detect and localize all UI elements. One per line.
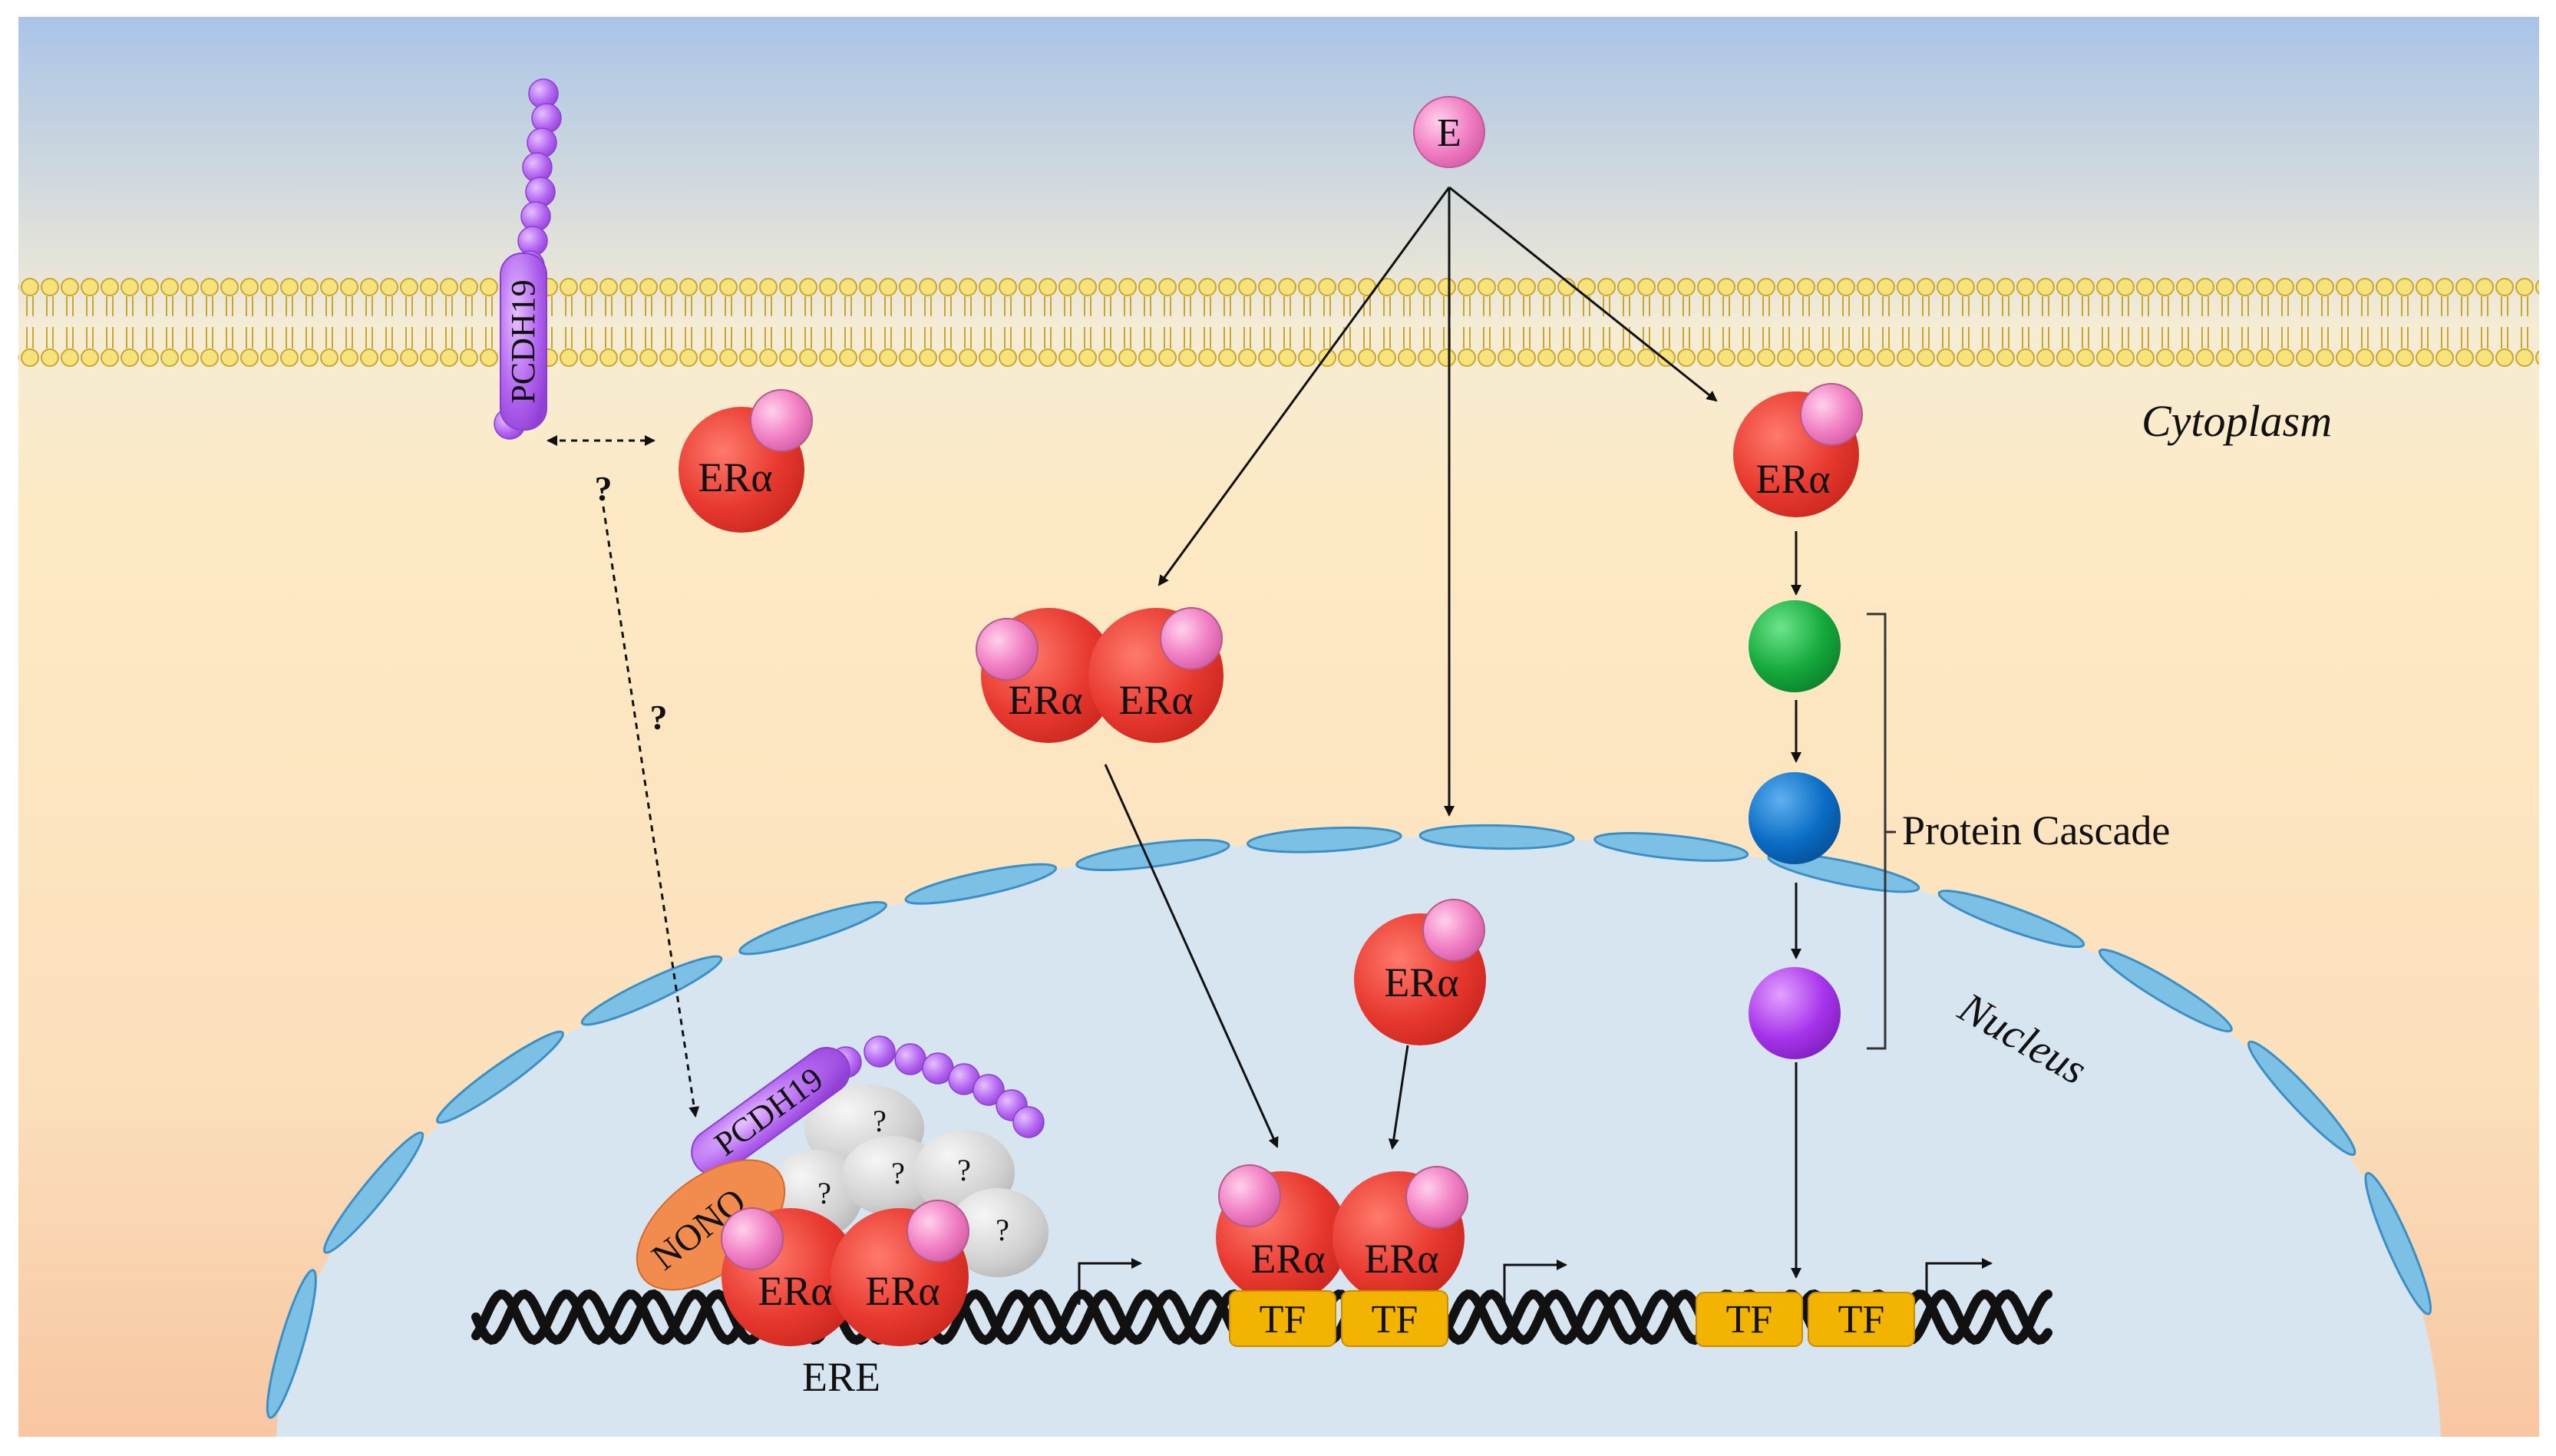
era-label: ERα: [758, 1268, 832, 1314]
nuclear-envelope-segment: [580, 955, 723, 1026]
question-mark: ?: [996, 1213, 1009, 1247]
tf-label: TF: [1726, 1298, 1773, 1342]
nuclear-envelope-segment: [1418, 824, 1575, 850]
arrow-nuclear-era-to-dna: [1388, 1045, 1409, 1150]
tf-label: TF: [1260, 1298, 1306, 1342]
tss-arrow: [1503, 1260, 1567, 1305]
tf-box: TF: [1341, 1290, 1448, 1347]
tss-arrow: [1925, 1258, 1993, 1305]
estrogen-bound: [721, 1207, 784, 1270]
era-label: ERα: [1250, 1236, 1325, 1282]
estrogen-arrows: [1157, 186, 1718, 817]
tf-boxes: TF TF TF TF: [1229, 1290, 1915, 1347]
arrow-e-to-membrane-era: [1448, 186, 1718, 402]
era-label: ERα: [1118, 677, 1193, 723]
cascade-protein-purple: [1749, 967, 1841, 1059]
era-label: ERα: [1008, 677, 1082, 723]
nuclear-envelope-segment: [1246, 826, 1402, 853]
nuclear-envelope-segment: [266, 1269, 317, 1419]
era-membrane-left: ERα: [679, 389, 813, 533]
tf-label: TF: [1838, 1298, 1885, 1342]
nuclear-envelope-segment: [1767, 852, 1920, 893]
era-membrane-right: ERα: [1733, 383, 1863, 517]
question-mark: ?: [891, 1156, 905, 1190]
question-mark: ?: [873, 1104, 887, 1138]
pcdh19-domain: [973, 1074, 1005, 1106]
pathway-arrows: [547, 435, 1801, 1279]
tss-arrow: [1078, 1258, 1142, 1305]
pcdh19-domain: [1012, 1106, 1045, 1138]
unknown-protein: [947, 1188, 1048, 1277]
transcription-start-arrows: [1078, 1258, 1993, 1305]
cell-membrane: [18, 276, 2539, 368]
era-label: ERα: [1364, 1236, 1438, 1282]
nuclear-envelope-segment: [2098, 948, 2233, 1033]
cytoplasm-label: Cytoplasm: [2142, 396, 2332, 446]
pcdh19-domain: [894, 1043, 926, 1075]
nuclear-envelope-segment: [2247, 1040, 2356, 1157]
era-label: ERα: [1384, 959, 1458, 1005]
tf-label: TF: [1372, 1298, 1418, 1342]
nuclear-envelope-segment: [323, 1131, 424, 1254]
nuclear-envelope-segment: [1593, 832, 1749, 862]
nuclear-envelope-segment: [738, 901, 887, 956]
nuclear-envelope-segment: [435, 1030, 564, 1124]
cascade-protein-green: [1749, 600, 1841, 692]
tf-box: TF: [1229, 1290, 1336, 1347]
era-tf-complex: ERα ERα: [1216, 1164, 1468, 1303]
era-label: ERα: [1755, 456, 1830, 502]
tf-box: TF: [1696, 1292, 1803, 1347]
nuclear-envelope-segment: [1075, 838, 1230, 872]
tf-box: TF: [1808, 1292, 1915, 1347]
pcdh19-domain: [864, 1035, 896, 1068]
era-nucleus-free: ERα: [1354, 899, 1486, 1045]
nuclear-envelope-segments: [266, 824, 2432, 1419]
question-mark-2: ?: [650, 698, 668, 737]
estrogen-bound: [906, 1200, 969, 1263]
cascade-bracket: [1867, 612, 1896, 1050]
pcdh19-membrane: PCDH19: [500, 253, 547, 431]
unknown-protein: [841, 1136, 943, 1216]
era-label: ERα: [698, 454, 772, 500]
arrow-e-to-dimer: [1157, 187, 1451, 586]
nuclear-envelope-segment: [2364, 1171, 2432, 1316]
question-mark-1: ?: [595, 469, 613, 508]
nuclear-envelope-segment: [904, 863, 1058, 905]
estrogen-label: E: [1437, 111, 1461, 155]
cascade-protein-blue: [1749, 772, 1841, 864]
cascade-label: Protein Cascade: [1902, 807, 2170, 853]
era-label: ERα: [865, 1268, 940, 1314]
pcdh19-membrane-label: PCDH19: [504, 279, 542, 403]
nuclear-envelope-segment: [1937, 890, 2085, 949]
pcdh19-nono-complex: ? ? ? ? ? PCDH19 NONO ERα ERα: [636, 1035, 1048, 1346]
pcdh19-nuclear-chain: [830, 1035, 1045, 1138]
question-mark: ?: [957, 1153, 971, 1187]
question-mark: ?: [817, 1176, 831, 1210]
estrogen-ligand: E: [1413, 96, 1485, 168]
arrow-dimer-to-dna: [1104, 764, 1279, 1148]
ere-label: ERE: [802, 1354, 880, 1400]
era-dimer-cytoplasm: ERα ERα: [976, 607, 1224, 743]
